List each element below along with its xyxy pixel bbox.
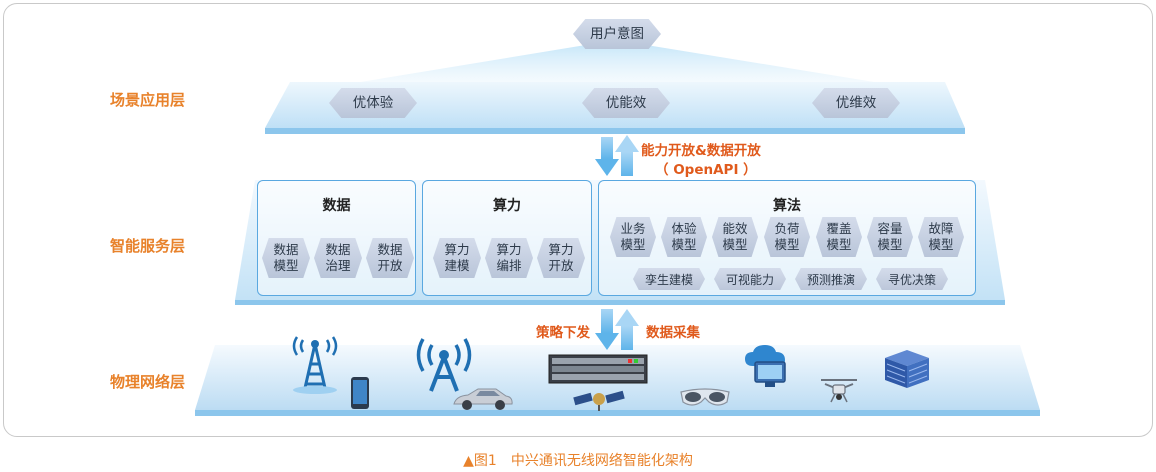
algo-model-capacity: 容量模型	[867, 217, 913, 257]
data-box-title: 数据	[322, 198, 351, 214]
user-intent-hex: 用户意图	[573, 19, 661, 49]
intent-beam	[300, 40, 935, 92]
vr-glasses-icon	[680, 388, 730, 406]
algo-cap-twin-modeling: 孪生建模	[633, 268, 705, 290]
data-item-model: 数据模型	[262, 238, 310, 278]
policy-dispatch-label: 策略下发	[536, 325, 590, 341]
algo-model-load: 负荷模型	[764, 217, 810, 257]
algo-model-fault: 故障模型	[918, 217, 964, 257]
scene-layer-edge	[265, 128, 965, 134]
upper-up-arrow	[615, 135, 639, 176]
algo-model-business-text: 业务模型	[620, 221, 646, 252]
openapi-sub: （ OpenAPI ）	[655, 162, 757, 178]
openapi-title: 能力开放&数据开放	[641, 143, 761, 159]
data-item-model-text: 数据模型	[273, 242, 299, 273]
compute-item-orchestration: 算力编排	[485, 238, 533, 278]
drone-icon	[821, 379, 857, 403]
algo-model-capacity-text: 容量模型	[877, 221, 903, 252]
data-item-open: 数据开放	[366, 238, 414, 278]
cell-tower-icon	[292, 336, 338, 394]
compute-item-open: 算力开放	[537, 238, 585, 278]
algo-model-energy: 能效模型	[712, 217, 758, 257]
goal-hex-energy: 优能效	[582, 88, 670, 118]
car-icon	[453, 388, 513, 410]
algo-cap-prediction: 预测推演	[795, 268, 867, 290]
upper-down-arrow	[595, 137, 619, 176]
satellite-icon	[573, 390, 625, 411]
server-rack-icon	[548, 354, 648, 384]
algo-model-experience: 体验模型	[661, 217, 707, 257]
data-item-open-text: 数据开放	[377, 242, 403, 273]
compute-item-open-text: 算力开放	[548, 242, 574, 273]
algo-cap-optimization: 寻优决策	[876, 268, 948, 290]
algo-model-business: 业务模型	[610, 217, 656, 257]
algo-model-load-text: 负荷模型	[774, 221, 800, 252]
cloud-computer-icon	[745, 345, 786, 387]
storage-cube-icon	[885, 350, 929, 388]
layer-label-scene: 场景应用层	[110, 91, 186, 109]
algo-cap-visualization: 可视能力	[714, 268, 786, 290]
compute-item-modeling: 算力建模	[433, 238, 481, 278]
compute-box-title: 算力	[493, 198, 521, 214]
algo-model-coverage: 覆盖模型	[816, 217, 862, 257]
algo-model-coverage-text: 覆盖模型	[826, 221, 852, 252]
algo-model-energy-text: 能效模型	[722, 221, 748, 252]
data-item-governance: 数据治理	[314, 238, 362, 278]
lower-down-arrow	[595, 309, 619, 350]
data-collection-label: 数据采集	[646, 325, 700, 341]
antenna-icon	[416, 338, 472, 392]
algo-model-experience-text: 体验模型	[671, 221, 697, 252]
layer-label-service: 智能服务层	[110, 237, 186, 255]
physical-layer-edge	[195, 410, 1040, 416]
algo-model-fault-text: 故障模型	[928, 221, 954, 252]
layer-label-physical: 物理网络层	[110, 373, 186, 391]
goal-hex-experience: 优体验	[329, 88, 417, 118]
figure-caption: ▲图1 中兴通讯无线网络智能化架构	[463, 453, 693, 469]
algorithm-box-title: 算法	[773, 198, 801, 214]
service-layer-edge	[235, 300, 1005, 305]
smartphone-icon	[351, 377, 369, 409]
compute-item-orchestration-text: 算力编排	[496, 242, 522, 273]
lower-up-arrow	[615, 309, 639, 350]
goal-hex-maintenance: 优维效	[812, 88, 900, 118]
data-item-governance-text: 数据治理	[325, 242, 351, 273]
compute-item-modeling-text: 算力建模	[444, 242, 470, 273]
